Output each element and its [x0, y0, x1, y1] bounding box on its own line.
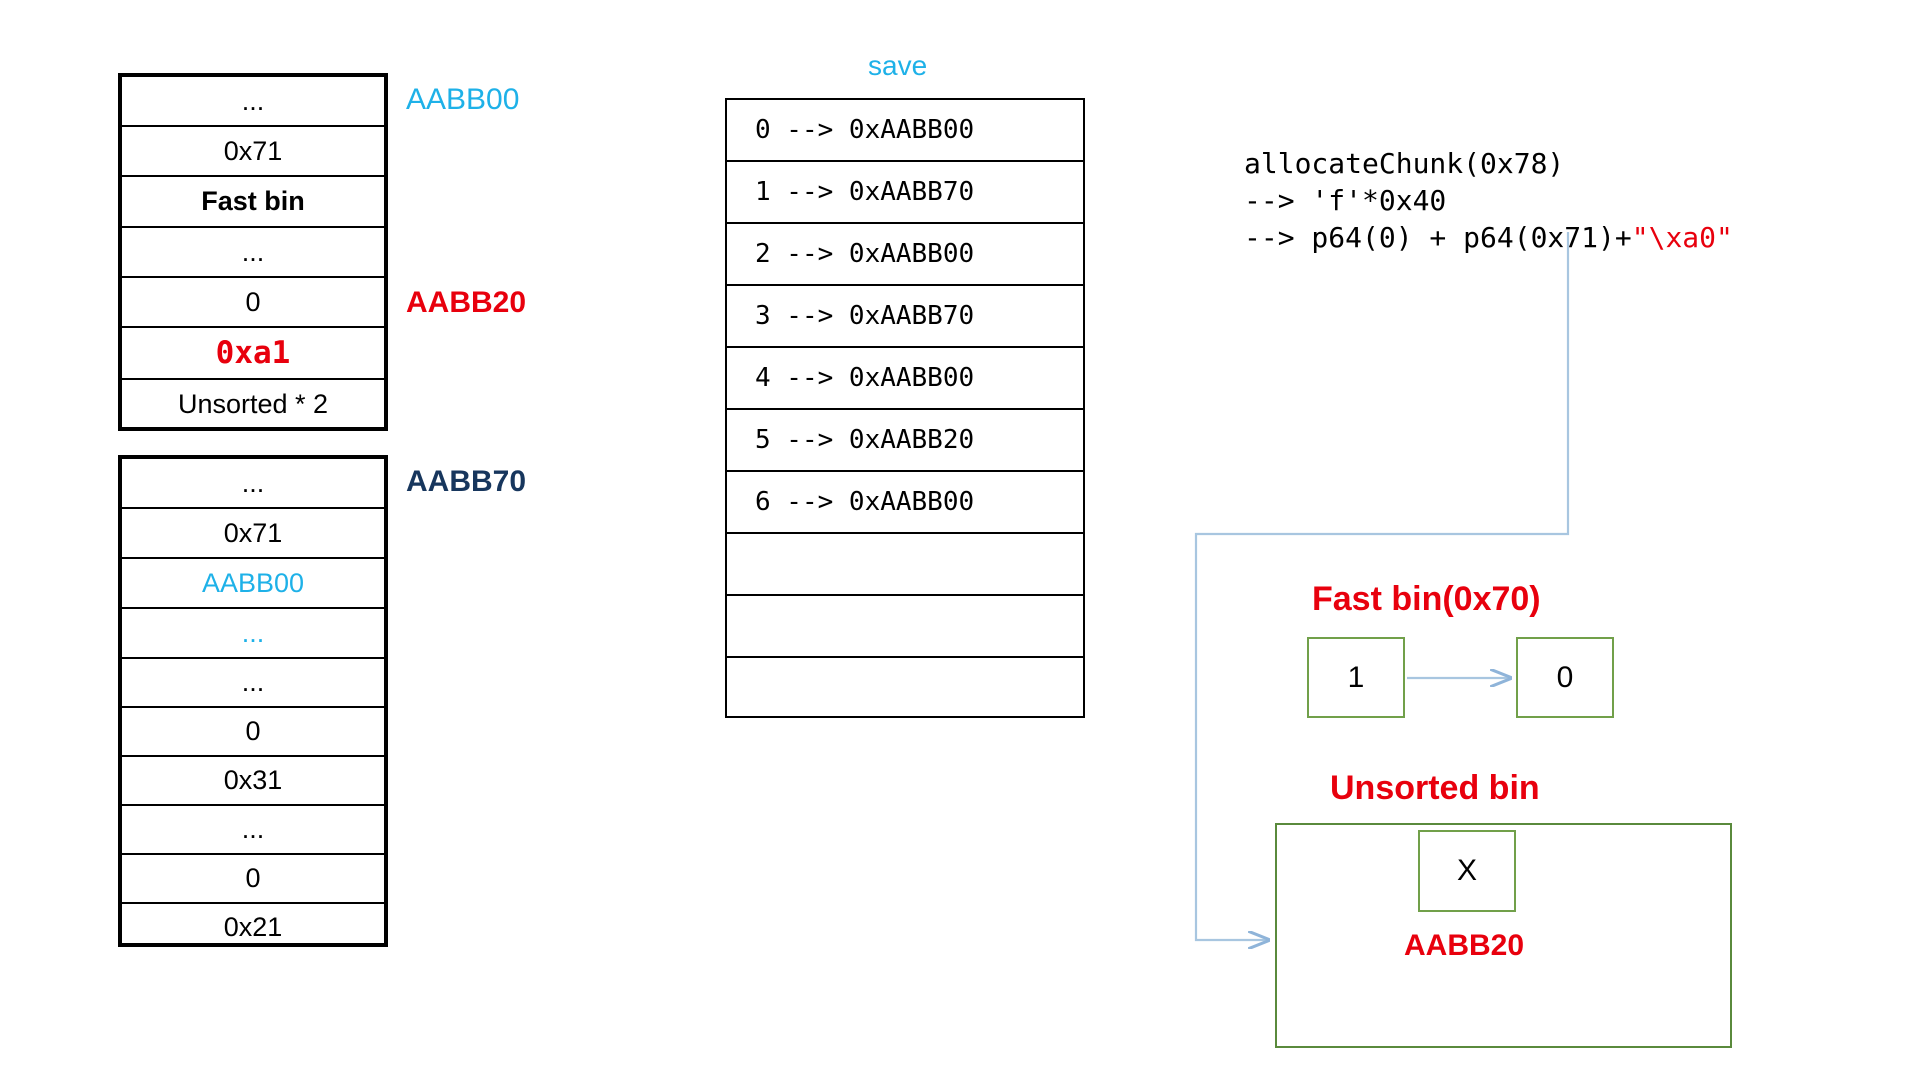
- mem-cell: 0: [122, 708, 384, 757]
- addr-label-aabb00: AABB00: [406, 83, 520, 116]
- mem-cell: 0x71: [122, 127, 384, 177]
- save-table: 0 --> 0xAABB00 1 --> 0xAABB70 2 --> 0xAA…: [725, 98, 1085, 718]
- save-row: 3 --> 0xAABB70: [727, 286, 1083, 348]
- mem-cell: 0xa1: [122, 328, 384, 380]
- mem-cell: ...: [122, 806, 384, 855]
- mem-cell: ...: [122, 228, 384, 278]
- save-row: 1 --> 0xAABB70: [727, 162, 1083, 224]
- code-line-3-red: "\xa0": [1631, 221, 1733, 254]
- mem-cell: Fast bin: [122, 177, 384, 228]
- fastbin-node-1: 1: [1307, 637, 1405, 718]
- mem-cell: AABB00: [122, 559, 384, 609]
- save-row: [727, 658, 1083, 718]
- mem-cell: 0: [122, 855, 384, 904]
- mem-cell: 0x21: [223, 912, 283, 942]
- fastbin-node-0: 0: [1516, 637, 1614, 718]
- addr-label-aabb70: AABB70: [406, 465, 527, 498]
- mem-cell: ...: [122, 609, 384, 659]
- chunk-table-aabb00: ... 0x71 Fast bin ... 0 0xa1 Unsorted * …: [118, 73, 388, 431]
- save-row: 4 --> 0xAABB00: [727, 348, 1083, 410]
- addr-label-aabb20: AABB20: [406, 286, 527, 319]
- mem-cell: ...: [122, 77, 384, 127]
- fast-bin-title: Fast bin(0x70): [1312, 580, 1541, 618]
- mem-cell: 0: [122, 278, 384, 328]
- code-line-1: allocateChunk(0x78): [1244, 147, 1565, 180]
- mem-cell: Unsorted * 2: [177, 389, 329, 419]
- code-line-3-black: --> p64(0) + p64(0x71)+: [1244, 221, 1632, 254]
- unsorted-bin-caption: AABB20: [1404, 929, 1525, 962]
- code-block: allocateChunk(0x78) --> 'f'*0x40 --> p64…: [1244, 108, 1733, 293]
- mem-cell: 0x31: [122, 757, 384, 806]
- save-row: 0 --> 0xAABB00: [727, 100, 1083, 162]
- code-line-2: --> 'f'*0x40: [1244, 184, 1447, 217]
- save-row: 5 --> 0xAABB20: [727, 410, 1083, 472]
- mem-cell: ...: [122, 659, 384, 708]
- save-row: [727, 596, 1083, 658]
- unsorted-node-x: X: [1418, 830, 1516, 912]
- save-row: 6 --> 0xAABB00: [727, 472, 1083, 534]
- save-row: [727, 534, 1083, 596]
- chunk-table-aabb70: ... 0x71 AABB00 ... ... 0 0x31 ... 0 0x2…: [118, 455, 388, 947]
- mem-cell: ...: [122, 459, 384, 509]
- mem-cell: 0x71: [122, 509, 384, 559]
- unsorted-bin-title: Unsorted bin: [1330, 769, 1540, 807]
- save-table-title: save: [868, 50, 928, 81]
- save-row: 2 --> 0xAABB00: [727, 224, 1083, 286]
- code-line-3: --> p64(0) + p64(0x71)+"\xa0": [1244, 221, 1733, 254]
